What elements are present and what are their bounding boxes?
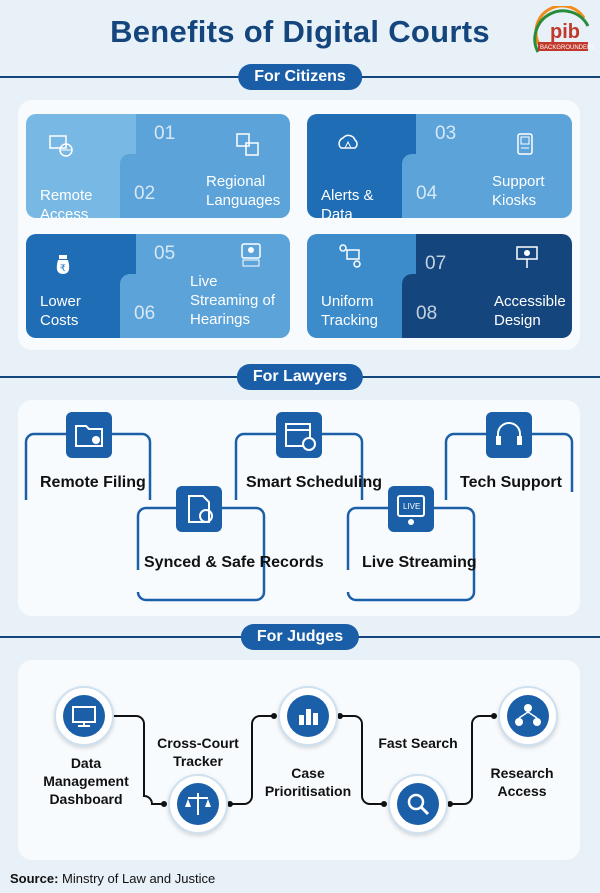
tile-number: 03 [435, 123, 457, 144]
judge-icon-circle [498, 686, 558, 746]
section-heading-citizens: For Citizens [238, 64, 362, 90]
svg-text:LIVE: LIVE [403, 502, 420, 511]
accessible-design-icon [516, 246, 538, 268]
judge-icon-circle [168, 774, 228, 834]
svg-text:BACKGROUNDERS: BACKGROUNDERS [540, 45, 594, 51]
rupee-bag-icon: ₹ [56, 255, 70, 274]
tile-number: 01 [154, 123, 176, 144]
tile-label: Remote Access [40, 187, 93, 223]
lawyer-label: Remote Filing [40, 474, 146, 491]
tile-number: 05 [154, 243, 176, 264]
lawyer-label: Smart Scheduling [246, 474, 383, 491]
research-network-icon [507, 695, 549, 737]
tile-label: Lower Costs [40, 293, 81, 329]
synced-document-icon [176, 486, 222, 532]
tile-label: Regional Languages [206, 173, 281, 209]
lawyers-panel: Remote Filing Synced & Safe Records Smar… [18, 400, 580, 616]
source-label: Source: [10, 871, 59, 886]
page-title: Benefits of Digital Courts [110, 14, 490, 49]
tile-label: Accessible Design [494, 293, 566, 329]
svg-text:pib: pib [550, 21, 580, 43]
priority-chart-icon [287, 695, 329, 737]
tile-number: 08 [416, 303, 438, 324]
judge-label: Case Prioritisation [264, 765, 352, 799]
citizens-panel: 01 Remote Access 02 Regional Languages 0… [18, 100, 580, 350]
dashboard-monitor-icon [63, 695, 105, 737]
tile-number: 06 [134, 303, 156, 324]
source-text: Minstry of Law and Justice [62, 871, 216, 886]
judge-icon-circle [278, 686, 338, 746]
section-heading-judges: For Judges [240, 624, 360, 650]
calendar-clock-icon [276, 412, 322, 458]
live-person-icon [241, 243, 261, 267]
tile-label: Live Streaming of Hearings [190, 273, 276, 328]
svg-text:₹: ₹ [60, 264, 66, 274]
judge-label: Research Access [490, 765, 554, 799]
kiosk-icon [517, 133, 533, 155]
tracking-map-icon [339, 244, 361, 268]
scales-icon [177, 783, 219, 825]
lawyer-label: Live Streaming [362, 554, 477, 571]
headset-icon [486, 412, 532, 458]
tile-number: 04 [416, 183, 438, 204]
translate-icon [236, 133, 259, 156]
citizens-tiles-shapes [26, 114, 572, 338]
judge-label: Cross-Court Tracker [157, 735, 239, 769]
tile-number: 02 [134, 183, 156, 204]
search-icon [397, 783, 439, 825]
judge-label: Fast Search [378, 735, 458, 751]
live-video-icon: LIVE [388, 486, 434, 532]
pib-logo: pib BACKGROUNDERS [533, 6, 594, 53]
tile-number: 07 [425, 253, 447, 274]
source-note: Source: Minstry of Law and Justice [10, 871, 215, 886]
section-heading-lawyers: For Lawyers [236, 364, 364, 390]
lawyer-label: Tech Support [460, 474, 562, 491]
tile-label: Alerts & Data [321, 187, 374, 223]
judge-icon-circle [388, 774, 448, 834]
computer-globe-icon [49, 135, 73, 157]
cloud-alert-icon [338, 134, 358, 149]
judges-connectors [107, 713, 497, 807]
judge-icon-circle [54, 686, 114, 746]
judges-panel: Data Management Dashboard Cross-Court Tr… [18, 660, 580, 860]
folder-user-icon [66, 412, 112, 458]
tile-label: Uniform Tracking [321, 293, 378, 329]
judge-label: Data Management Dashboard [43, 755, 129, 807]
lawyer-label: Synced & Safe Records [144, 554, 324, 571]
tile-label: Support Kiosks [492, 173, 545, 209]
